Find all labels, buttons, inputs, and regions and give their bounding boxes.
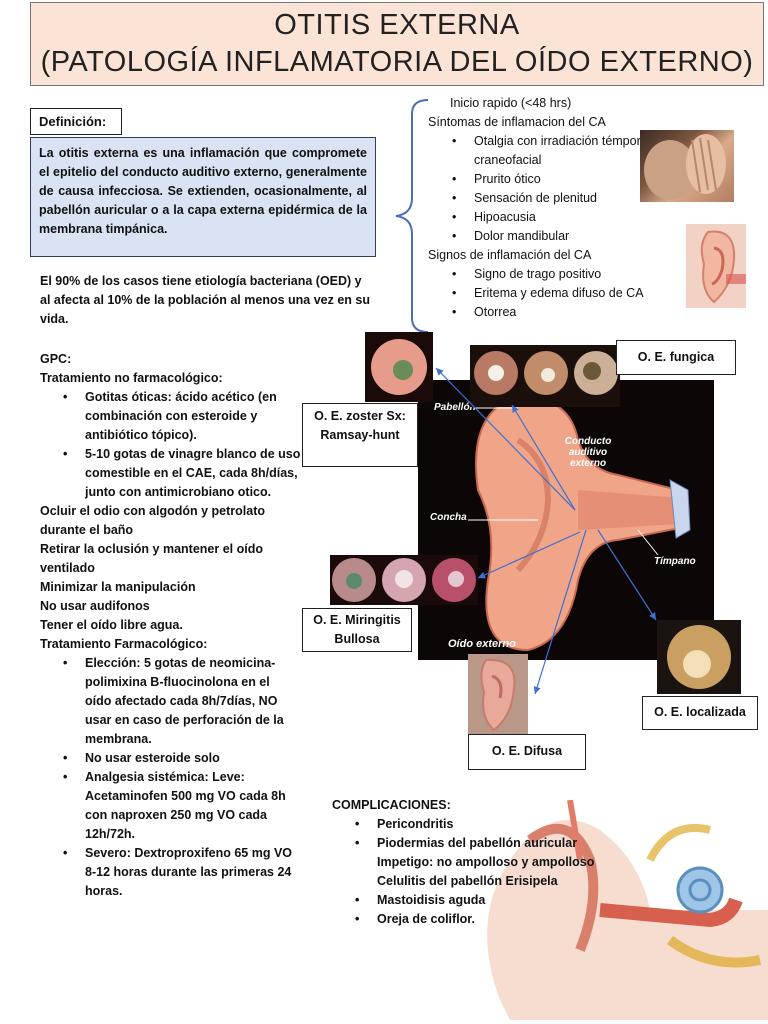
definition-label: Definición:	[30, 108, 122, 135]
epidemiology-text: El 90% de los casos tiene etiología bact…	[40, 274, 370, 326]
list-item: •Oreja de coliflor.	[355, 912, 475, 926]
gpc-section: GPC: Tratamiento no farmacológico: •Goti…	[40, 350, 330, 901]
pharm-list: •Elección: 5 gotas de neomicina-polimixi…	[63, 654, 295, 901]
signs-heading: Signos de inflamación del CA	[428, 248, 592, 262]
miringitis-otoscopy-strip	[330, 555, 478, 605]
list-item: •Mastoidisis aguda	[355, 893, 486, 907]
inflamed-ear-photo	[686, 224, 746, 308]
localizada-otoscopy-photo	[657, 620, 741, 694]
title-line-2: (PATOLOGÍA INFLAMATORIA DEL OÍDO EXTERNO…	[40, 46, 754, 78]
zoster-otoscopy-photo	[365, 332, 433, 402]
complications-list: •Pericondritis •Piodermias del pabellón …	[355, 815, 607, 929]
non-pharm-heading: Tratamiento no farmacológico:	[40, 371, 223, 385]
list-item: •Prurito ótico	[452, 172, 541, 186]
label-miringitis: O. E. Miringitis Bullosa	[302, 608, 412, 652]
gpc-line: Tratamiento Farmacológico:	[40, 637, 208, 651]
label-oido-externo: Oído externo	[448, 638, 516, 650]
list-item: •5-10 gotas de vinagre blanco de uso com…	[63, 447, 301, 499]
complications-section: COMPLICACIONES: •Pericondritis •Piodermi…	[332, 796, 622, 929]
ear-icon	[700, 230, 746, 304]
gpc-line: Retirar la oclusión y mantener el oído v…	[40, 542, 263, 575]
otoscopy-views-icon	[474, 351, 618, 395]
symptoms-heading: Síntomas de inflamacion del CA	[428, 115, 606, 129]
curly-brace	[395, 99, 429, 333]
gpc-line: No usar audifonos	[40, 599, 150, 613]
label-zoster: O. E. zoster Sx: Ramsay-hunt	[302, 403, 418, 467]
otoscopy-view-icon	[667, 625, 731, 689]
label-timpano: Tímpano	[654, 556, 696, 567]
gpc-line: Tener el oído libre agua.	[40, 618, 183, 632]
hand-on-ear-icon	[644, 134, 726, 200]
ear-pain-photo	[640, 130, 734, 202]
label-concha: Concha	[430, 512, 467, 523]
signs-list: •Signo de trago positivo •Eritema y edem…	[452, 265, 674, 322]
list-item: •Signo de trago positivo	[452, 267, 602, 281]
label-fungica: O. E. fungica	[616, 340, 736, 375]
non-pharm-list: •Gotitas óticas: ácido acético (en combi…	[63, 388, 310, 502]
label-localizada: O. E. localizada	[642, 696, 758, 730]
gpc-heading: GPC:	[40, 352, 72, 366]
list-item: •Pericondritis	[355, 817, 454, 831]
complications-heading: COMPLICACIONES:	[332, 798, 451, 812]
definition-text: La otitis externa es una inflamación que…	[30, 137, 376, 257]
list-item: •Elección: 5 gotas de neomicina-polimixi…	[63, 656, 284, 746]
list-item: •Severo: Dextroproxifeno 65 mg VO 8-12 h…	[63, 846, 293, 898]
label-conducto: Conducto auditivo externo	[564, 436, 612, 469]
list-item: •Hipoacusia	[452, 210, 536, 224]
list-item: •Gotitas óticas: ácido acético (en combi…	[63, 390, 277, 442]
list-item: •No usar esteroide solo	[63, 751, 220, 765]
ear-canal-diagram: Pabellón Conducto auditivo externo Conch…	[418, 380, 714, 660]
gpc-line: Minimizar la manipulación	[40, 580, 196, 594]
list-item: •Analgesia sistémica: Leve: Acetaminofen…	[63, 770, 286, 841]
list-item: •Otorrea	[452, 305, 517, 319]
ear-icon	[480, 658, 516, 732]
onset-text: Inicio rapido (<48 hrs)	[450, 96, 572, 110]
list-item: •Eritema y edema difuso de CA	[452, 286, 644, 300]
difusa-ear-photo	[468, 654, 528, 734]
title-banner: OTITIS EXTERNA (PATOLOGÍA INFLAMATORIA D…	[30, 2, 764, 86]
fungica-otoscopy-strip	[470, 345, 620, 407]
otoscopy-views-icon	[332, 558, 476, 602]
list-item: •Sensación de plenitud	[452, 191, 598, 205]
list-item: •Dolor mandibular	[452, 229, 570, 243]
otoscopy-view-icon	[371, 339, 427, 395]
title-line-1: OTITIS EXTERNA	[274, 9, 520, 41]
label-difusa: O. E. Difusa	[468, 734, 586, 770]
gpc-line: Ocluir el odio con algodón y petrolato d…	[40, 504, 266, 537]
list-item: •Piodermias del pabellón auricular Impet…	[355, 836, 595, 888]
